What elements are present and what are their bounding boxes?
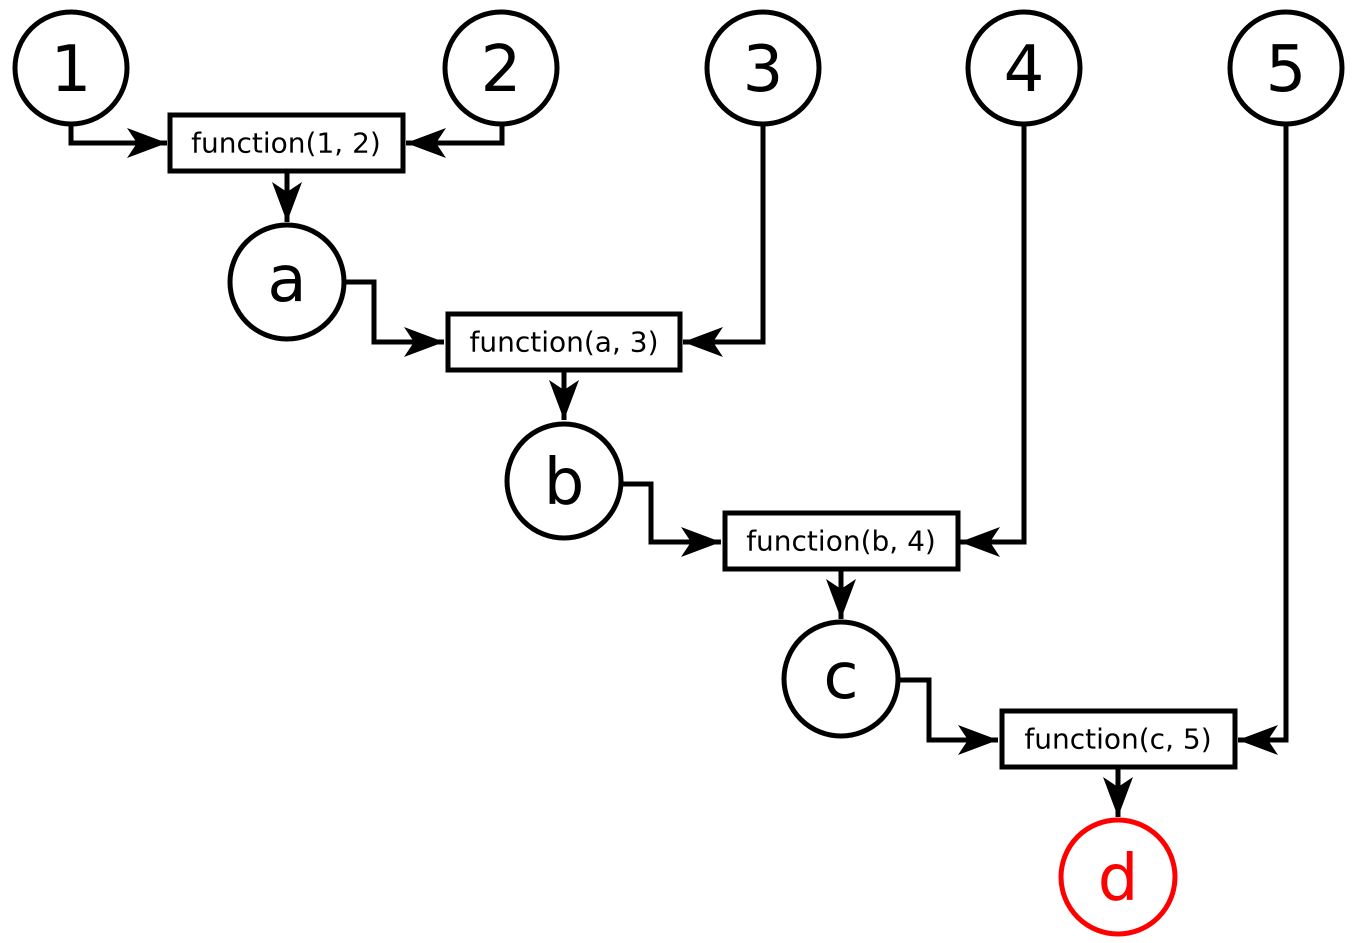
node-a: a [227,222,347,342]
input-nodes: 1 2 3 4 5 [12,9,1345,127]
input-node-3-label: 3 [743,33,784,107]
edges [68,126,1289,817]
input-node-1: 1 [12,9,130,127]
function-boxes: function(1, 2) function(a, 3) function(b… [167,112,1238,770]
node-c-label: c [823,640,858,714]
edge-node-a-to-function-2 [345,279,444,357]
input-node-5: 5 [1227,9,1345,127]
function-box-2: function(a, 3) [445,311,683,373]
node-a-label: a [267,243,306,317]
edge-input-5-to-function-4 [1238,126,1289,755]
function-box-1: function(1, 2) [167,112,406,174]
function-box-2-label: function(a, 3) [470,326,659,359]
function-box-4: function(c, 5) [999,708,1238,770]
function-box-4-label: function(c, 5) [1024,723,1211,756]
node-b: b [504,421,624,541]
edge-input-3-to-function-2 [683,126,766,357]
function-box-1-label: function(1, 2) [191,127,381,160]
input-node-4-label: 4 [1004,33,1045,107]
edge-input-1-to-function-1 [68,126,167,158]
node-b-label: b [544,446,585,520]
function-box-3: function(b, 4) [722,510,961,572]
input-node-3: 3 [704,9,822,127]
result-node-d: d [1058,817,1178,937]
result-node-d-label: d [1098,842,1139,916]
intermediate-nodes: a b c [227,222,901,739]
edge-node-c-to-function-4 [899,677,998,755]
input-node-2-label: 2 [481,33,522,107]
function-box-3-label: function(b, 4) [746,525,936,558]
node-c: c [781,619,901,739]
edge-node-b-to-function-3 [622,481,721,557]
input-node-1-label: 1 [51,33,92,107]
edge-input-2-to-function-1 [406,126,505,158]
edge-input-4-to-function-3 [960,126,1027,557]
input-node-5-label: 5 [1266,33,1307,107]
input-node-2: 2 [442,9,560,127]
input-node-4: 4 [965,9,1083,127]
